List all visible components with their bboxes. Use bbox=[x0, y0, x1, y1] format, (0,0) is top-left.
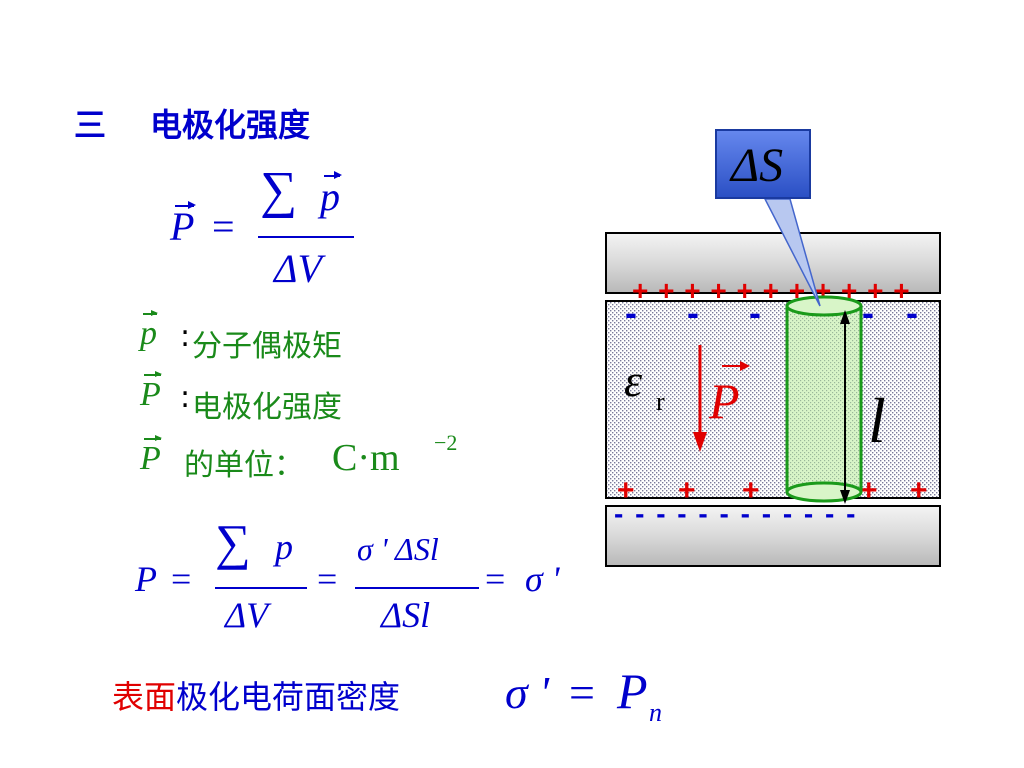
cylinder-top bbox=[785, 295, 863, 317]
unit-label: 的单位： bbox=[184, 448, 304, 483]
label-density: 极化电荷面密度 bbox=[176, 678, 401, 716]
colon: : bbox=[180, 380, 191, 415]
vector-p: p bbox=[320, 171, 342, 219]
plus-charge: + bbox=[860, 474, 878, 507]
fraction-bar bbox=[258, 236, 354, 238]
sigma-prime: σ ' bbox=[525, 559, 560, 599]
callout-box bbox=[715, 129, 811, 199]
callout-label: ΔS bbox=[729, 139, 783, 192]
equals-sign: = bbox=[317, 559, 338, 599]
top-plate bbox=[605, 232, 941, 294]
plus-charge: + bbox=[617, 474, 635, 507]
def-text: 电极化强度 bbox=[192, 390, 342, 425]
equals-sign: = bbox=[485, 559, 506, 599]
def-row-polarization: P : 电极化强度 bbox=[140, 370, 440, 425]
polarization-arrow bbox=[693, 345, 707, 452]
section-number: 三 bbox=[74, 106, 107, 144]
symbol-P: P bbox=[617, 663, 648, 719]
unit-exponent: −2 bbox=[434, 430, 458, 455]
plus-charge: + bbox=[742, 474, 760, 507]
bottom-plate bbox=[605, 505, 941, 567]
minus-charge: - bbox=[625, 292, 637, 333]
label-surface: 表面 bbox=[112, 678, 177, 716]
cylinder-body bbox=[787, 306, 861, 492]
dielectric-slab bbox=[605, 300, 941, 499]
formula-polarization-definition: P = ∑ p ΔV bbox=[170, 165, 370, 295]
polarization-label: P bbox=[708, 373, 740, 429]
fraction-bar bbox=[355, 587, 479, 589]
colon: : bbox=[180, 319, 191, 354]
plate-charge-minus-row: - - - - - - - - - - - - bbox=[614, 498, 857, 529]
minus-charge: - bbox=[906, 292, 918, 333]
vector-P: P bbox=[140, 434, 162, 477]
cylinder-bottom bbox=[785, 481, 863, 503]
length-label: l bbox=[868, 385, 886, 456]
def-row-dipole: p : 分子偶极矩 bbox=[140, 309, 440, 364]
sigma-prime: σ ' bbox=[505, 667, 550, 718]
plus-charge: + bbox=[678, 474, 696, 507]
surface-density-label: 表面极化电荷面密度 bbox=[112, 672, 400, 718]
subscript-n: n bbox=[649, 698, 662, 727]
formula-surface-density: σ ' = P n bbox=[505, 660, 675, 730]
equals-sign: = bbox=[569, 667, 595, 718]
denominator: ΔV bbox=[225, 595, 269, 635]
symbol-P: P bbox=[135, 559, 157, 599]
numerator: σ ' ΔSl bbox=[357, 531, 439, 567]
minus-charge: - bbox=[749, 292, 761, 333]
denominator: ΔSl bbox=[381, 595, 431, 635]
vector-P: P bbox=[140, 370, 162, 413]
def-text: 分子偶极矩 bbox=[192, 329, 342, 364]
equals-sign: = bbox=[212, 204, 235, 249]
plate-charge-plus-row: + + + + + + + + + + + bbox=[632, 275, 911, 306]
permittivity-symbol: ε bbox=[624, 355, 643, 406]
gaussian-cylinder bbox=[785, 295, 863, 503]
dielectric-plus-bottom: + + + + + + bbox=[617, 474, 928, 507]
minus-charge: - bbox=[862, 292, 874, 333]
fraction-bar bbox=[215, 587, 307, 589]
numerator-p: p bbox=[275, 527, 293, 567]
length-arrow bbox=[840, 310, 850, 504]
plus-charge: + bbox=[910, 474, 928, 507]
vector-p: p bbox=[140, 309, 159, 352]
def-row-unit: P 的单位： C·m −2 bbox=[140, 430, 480, 486]
sum-symbol: ∑ bbox=[260, 162, 298, 219]
formula-surface-charge-derivation: P = ∑ p ΔV = σ ' ΔSl ΔSl = σ ' bbox=[135, 515, 585, 645]
minus-charge: - bbox=[687, 292, 699, 333]
section-title: 电极化强度 bbox=[150, 106, 311, 144]
sum-symbol: ∑ bbox=[215, 514, 251, 570]
denominator: ΔV bbox=[274, 246, 322, 291]
unit-value: C·m bbox=[332, 437, 400, 479]
polarization-vector-mark bbox=[722, 361, 750, 371]
vector-P: P bbox=[170, 201, 197, 249]
equals-sign: = bbox=[171, 559, 192, 599]
permittivity-subscript: r bbox=[656, 387, 665, 416]
